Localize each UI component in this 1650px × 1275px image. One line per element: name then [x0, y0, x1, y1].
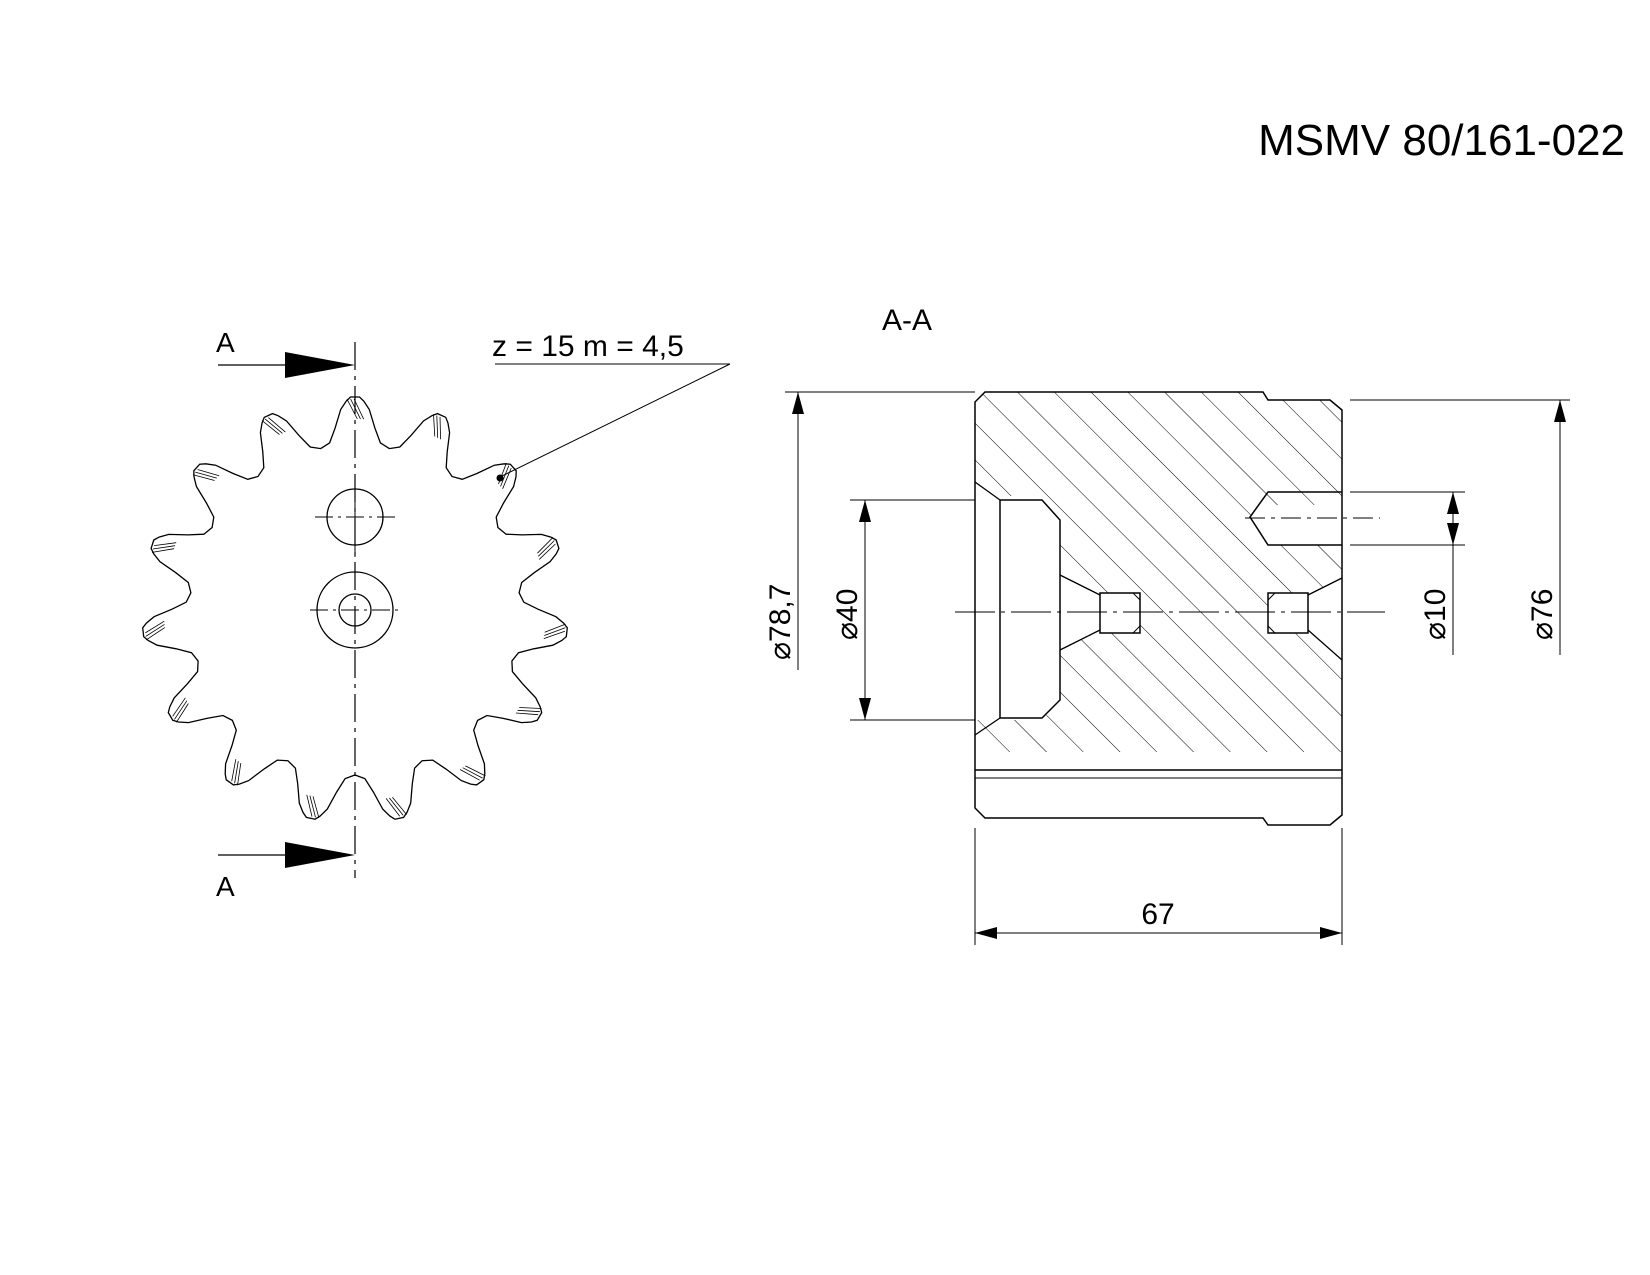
tooth-hatch-line [151, 548, 175, 553]
tooth-hatch-line [462, 767, 483, 779]
dim-outer-diameter: ⌀78,7 [764, 391, 975, 670]
tooth-hatch-line [346, 398, 358, 420]
left-plug [1099, 592, 1141, 634]
tooth-hatch-line [261, 420, 280, 435]
tooth-hatch-line [538, 543, 556, 560]
tooth-hatch-line [268, 417, 286, 433]
tooth-hatch-line [174, 700, 188, 720]
tooth-hatch-line [312, 796, 320, 819]
gear-spec-leader-dot [496, 474, 504, 482]
tooth-hatch-line [309, 795, 316, 818]
tooth-hatch-line [537, 537, 554, 554]
tooth-hatch-line [234, 761, 239, 784]
drawing-number: MSMV 80/161-022 [1258, 116, 1625, 165]
tooth-tip-hatches [145, 398, 566, 819]
gear-spec-label: z = 15 m = 4,5 [492, 330, 684, 363]
gear-spec-leader [499, 363, 731, 478]
dim-length-value: 67 [1141, 898, 1174, 931]
tooth-hatch-line [385, 798, 401, 817]
tooth-hatch-line [154, 542, 177, 546]
svg-text:⌀10: ⌀10 [1419, 589, 1452, 640]
tooth-hatch-line [502, 468, 512, 489]
tooth-hatch-line [439, 416, 441, 440]
dim-bore-diameter-symbol: ⌀ [831, 622, 864, 640]
dim-shaft-diameter-symbol: ⌀ [1526, 622, 1559, 640]
tooth-hatch-line [231, 759, 237, 782]
svg-text:⌀78,7: ⌀78,7 [764, 584, 797, 660]
tooth-hatch-line [145, 624, 165, 637]
section-view: A-A [764, 304, 1570, 945]
tooth-hatch-line [544, 623, 566, 633]
section-mark-top: A [216, 327, 235, 358]
dim-hole-diameter: ⌀10 [1350, 491, 1465, 655]
tooth-hatch-line [459, 769, 480, 781]
section-arrow-top [218, 352, 355, 378]
tooth-hatch-line [195, 471, 217, 479]
tooth-hatch-line [152, 545, 176, 550]
dim-outer-diameter-symbol: ⌀ [764, 642, 797, 660]
tooth-hatch-line [145, 620, 165, 634]
tooth-hatch-line [500, 465, 510, 487]
section-body-outline [974, 391, 1343, 826]
gear-outline [142, 396, 568, 820]
tooth-hatch-line [176, 703, 189, 723]
tooth-hatch-line [517, 709, 540, 713]
svg-text:⌀40: ⌀40 [831, 589, 864, 640]
tooth-hatch-line [392, 797, 407, 815]
tooth-hatch-line [436, 415, 439, 438]
tooth-hatch-line [433, 414, 436, 437]
tooth-hatch-line [264, 418, 283, 434]
dim-length: 67 [974, 828, 1343, 945]
tooth-hatch-line [145, 627, 166, 641]
dim-outer-diameter-value: 78,7 [764, 584, 797, 642]
tooth-hatch-line [197, 469, 220, 477]
dim-bore-diameter-value: 40 [831, 589, 864, 622]
tooth-hatch-line [543, 630, 566, 639]
dim-shaft-diameter: ⌀76 [1350, 399, 1570, 655]
tooth-hatch-line [515, 712, 539, 716]
tooth-hatch-line [172, 697, 186, 717]
tooth-hatch-line [465, 765, 486, 777]
section-mark-bottom: A [216, 871, 235, 902]
tooth-hatch-line [306, 794, 313, 817]
dim-bore-diameter: ⌀40 [831, 499, 975, 721]
svg-text:⌀76: ⌀76 [1526, 589, 1559, 640]
tooth-hatch-line [538, 540, 555, 557]
gear-front-view: A A z = 15 m = 4,5 [142, 327, 731, 902]
tooth-hatch-line [519, 707, 542, 709]
dim-shaft-diameter-value: 76 [1526, 589, 1559, 622]
section-arrow-bottom [218, 842, 355, 868]
tooth-hatch-line [237, 763, 242, 786]
tooth-hatch-line [192, 474, 215, 481]
section-title: A-A [882, 304, 932, 337]
dim-hole-diameter-value: 10 [1419, 589, 1452, 622]
tooth-hatch-line [544, 627, 566, 636]
right-plug [1267, 592, 1309, 634]
tooth-hatch-line [388, 797, 404, 816]
tooth-hatch-line [353, 398, 365, 420]
drilled-hole [1249, 491, 1342, 546]
dim-hole-diameter-symbol: ⌀ [1419, 622, 1452, 640]
